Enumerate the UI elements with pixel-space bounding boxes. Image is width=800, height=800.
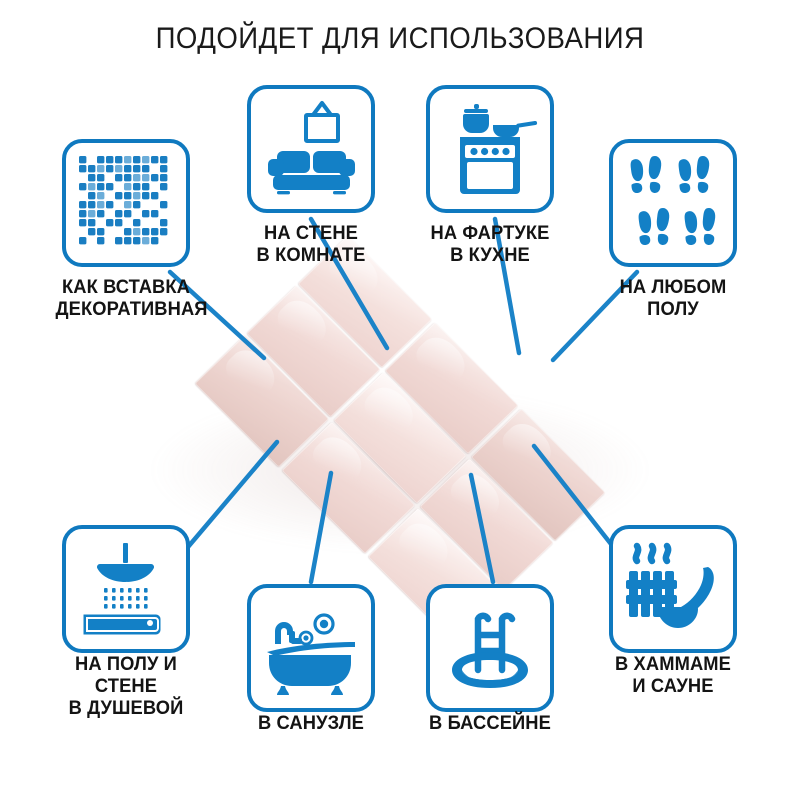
usage-item-room-wall[interactable]: НА СТЕНЕ В КОМНАТЕ [236,85,386,266]
footprints-icon [630,156,716,246]
usage-label-pool: В БАССЕЙНЕ [429,712,551,734]
usage-item-pool[interactable]: В БАССЕЙНЕ [415,584,565,743]
icon-box-bathroom [247,584,375,712]
page-title: ПОДОЙДЕТ ДЛЯ ИСПОЛЬЗОВАНИЯ [155,22,645,55]
usage-label-kitchen-backsplash: НА ФАРТУКЕ В КУХНЕ [430,222,550,266]
swimming-pool-icon [452,612,528,688]
usage-label-room-wall: НА СТЕНЕ В КОМНАТЕ [256,222,366,266]
usage-label-shower: НА ПОЛУ И СТЕНЕ В ДУШЕВОЙ [68,653,184,719]
usage-item-kitchen-backsplash[interactable]: НА ФАРТУКЕ В КУХНЕ [415,85,565,266]
icon-box-sauna [609,525,737,653]
icon-box-pool [426,584,554,712]
usage-item-bathroom[interactable]: В САНУЗЛЕ [236,584,386,743]
usage-label-bathroom: В САНУЗЛЕ [258,712,364,734]
icon-box-decorative-insert [62,139,190,267]
icon-box-shower [62,525,190,653]
sauna-bucket-ladle-icon [626,542,714,628]
usage-item-any-floor[interactable]: НА ЛЮБОМ ПОЛУ [598,139,748,320]
icon-box-kitchen-backsplash [426,85,554,213]
shower-icon [83,543,161,635]
usage-item-sauna[interactable]: В ХАММАМЕ И САУНЕ [598,525,748,706]
bathtub-icon [267,613,355,695]
usage-label-decorative-insert: КАК ВСТАВКА ДЕКОРАТИВНАЯ [55,276,208,320]
usage-label-sauna: В ХАММАМЕ И САУНЕ [615,653,731,697]
stove-with-pot-icon [460,104,538,194]
usage-label-any-floor: НА ЛЮБОМ ПОЛУ [619,276,727,320]
sofa-with-picture-icon [268,101,355,195]
mosaic-pattern-icon [79,156,168,245]
icon-box-room-wall [247,85,375,213]
icon-box-any-floor [609,139,737,267]
usage-item-decorative-insert[interactable]: КАК ВСТАВКА ДЕКОРАТИВНАЯ [51,139,208,320]
tile-grid [194,235,606,641]
usage-item-shower[interactable]: НА ПОЛУ И СТЕНЕ В ДУШЕВОЙ [51,525,201,728]
